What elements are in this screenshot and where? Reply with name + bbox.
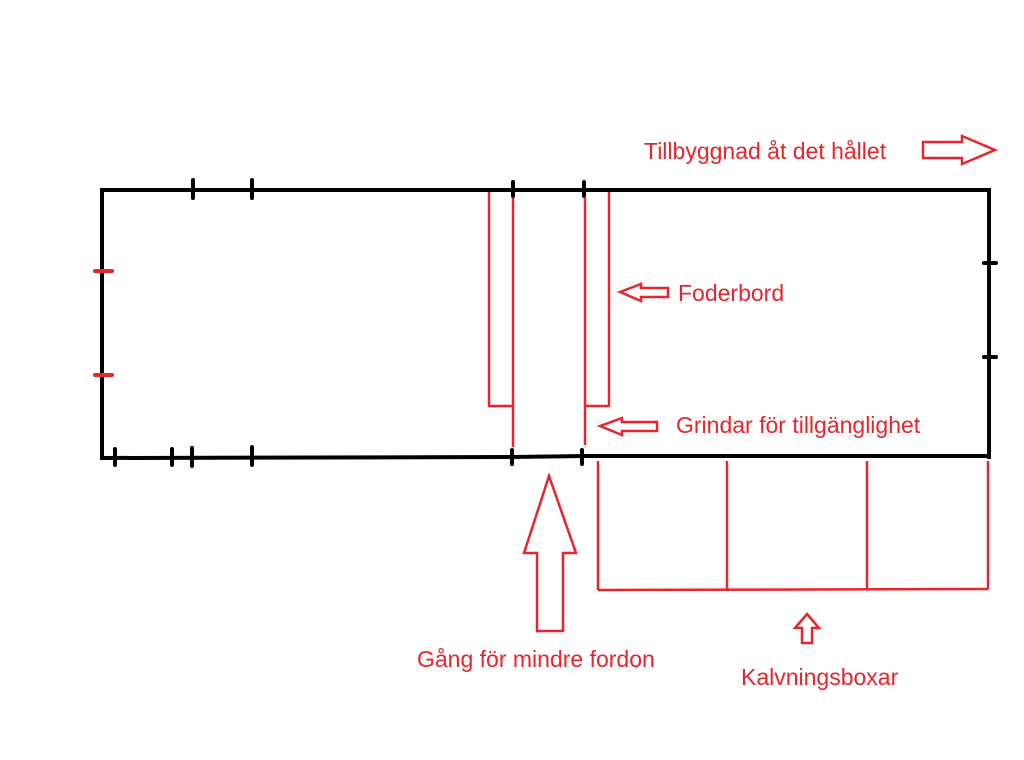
wall-ticks (113, 178, 998, 468)
vehicle-aisle-label: Gång för mindre fordon (417, 646, 655, 672)
pen-front (597, 587, 989, 592)
feed-table (487, 192, 611, 447)
calving-pens-label: Kalvningsboxar (741, 664, 899, 690)
arrow-right-icon (921, 134, 999, 166)
feed-table-right-rail (583, 192, 611, 408)
bottom-wall-middle (510, 453, 587, 460)
feed-table-label: Foderbord (678, 280, 785, 306)
gates-label: Grindar för tillgänglighet (676, 412, 921, 438)
arrow-left-icon (616, 282, 670, 303)
arrow-up-icon (792, 612, 822, 645)
feed-table-left-rail (487, 192, 515, 408)
extension-label: Tillbyggnad åt det hållet (644, 138, 887, 164)
bottom-wall-left (99, 454, 516, 461)
calving-pens (596, 461, 990, 592)
left-wall-marks (93, 269, 114, 377)
arrow-up-icon (522, 472, 578, 633)
arrow-left-icon (596, 416, 659, 437)
